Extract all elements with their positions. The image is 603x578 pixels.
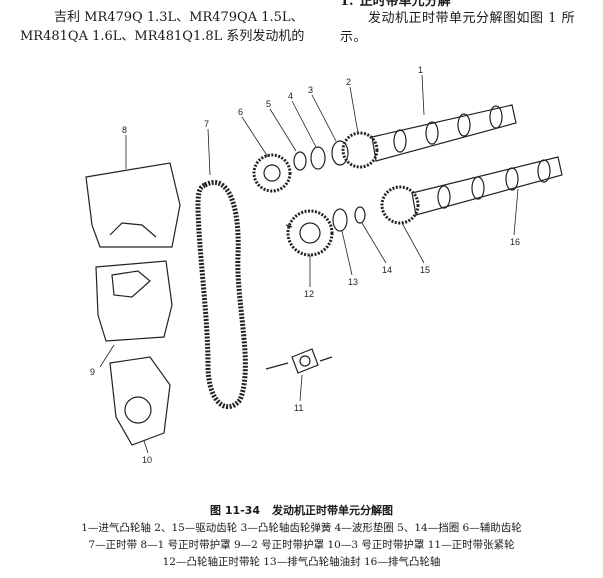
- callout-1: 1: [418, 65, 423, 75]
- callout-8: 8: [122, 125, 127, 135]
- figure-caption: 图 11-34 发动机正时带单元分解图: [0, 502, 603, 518]
- exhaust-camshaft: [411, 156, 563, 216]
- intro-text: 吉利 MR479Q 1.3L、MR479QA 1.5L、 MR481QA 1.6…: [20, 8, 310, 46]
- retaining-ring-lower: [354, 206, 366, 224]
- callout-12: 12: [304, 289, 314, 299]
- exploded-view-figure: 1 2 3 4 5 6 7 8 9 10 11 12 13 14 15 16: [60, 65, 600, 485]
- callout-10: 10: [142, 455, 152, 465]
- callout-7: 7: [204, 119, 209, 129]
- callout-13: 13: [348, 277, 358, 287]
- timing-cover-1: [85, 162, 181, 248]
- legend-line: 7—正时带 8—1 号正时带护罩 9—2 号正时带护罩 10—3 号正时带护罩 …: [88, 539, 515, 551]
- camshaft-timing-pulley: [286, 209, 334, 257]
- section-heading: 1. 正时带单元分解: [340, 0, 602, 9]
- belt-tensioner: [291, 348, 319, 374]
- intro-line-1: 吉利 MR479Q 1.3L、MR479QA 1.5L、: [54, 10, 304, 25]
- callout-9: 9: [90, 367, 95, 377]
- section-number: 1.: [340, 0, 354, 9]
- timing-belt: [195, 180, 248, 410]
- figure-title: 发动机正时带单元分解图: [272, 504, 393, 517]
- callout-3: 3: [308, 85, 313, 95]
- legend-line: 12—凸轮轴正时带轮 13—排气凸轮轴油封 16—排气凸轮轴: [162, 556, 441, 568]
- section-paragraph: 发动机正时带单元分解图如图 1 所示。: [340, 11, 576, 45]
- exploded-view-drawing: 1 2 3 4 5 6 7 8 9 10 11 12 13 14 15 16: [85, 65, 563, 465]
- exhaust-camshaft-oil-seal: [332, 208, 348, 232]
- timing-cover-2: [95, 260, 173, 342]
- auxiliary-gear: [252, 153, 292, 193]
- drive-gear-lower: [380, 185, 420, 225]
- intake-camshaft: [371, 104, 517, 162]
- section-block: 1. 正时带单元分解 发动机正时带单元分解图如图 1 所示。: [340, 0, 602, 47]
- timing-cover-3: [109, 356, 171, 446]
- camshaft-gear-spring: [331, 140, 349, 166]
- callout-6: 6: [238, 107, 243, 117]
- legend-line: 1—进气凸轮轴 2、15—驱动齿轮 3—凸轮轴齿轮弹簧 4—波形垫圈 5、14—…: [81, 522, 522, 534]
- callout-5: 5: [266, 99, 271, 109]
- figure-number: 图 11-34: [209, 504, 260, 517]
- intro-line-2: MR481QA 1.6L、MR481Q1.8L 系列发动机的: [20, 29, 305, 44]
- callout-11: 11: [294, 403, 303, 413]
- callout-16: 16: [510, 237, 520, 247]
- parts-legend: 1—进气凸轮轴 2、15—驱动齿轮 3—凸轮轴齿轮弹簧 4—波形垫圈 5、14—…: [0, 520, 603, 571]
- section-title: 正时带单元分解: [359, 0, 451, 9]
- retaining-ring: [293, 151, 307, 171]
- callout-14: 14: [382, 265, 392, 275]
- wave-washer: [310, 146, 326, 170]
- callout-4: 4: [288, 91, 293, 101]
- callout-15: 15: [420, 265, 430, 275]
- callout-2: 2: [346, 77, 351, 87]
- drive-gear-upper: [341, 131, 379, 169]
